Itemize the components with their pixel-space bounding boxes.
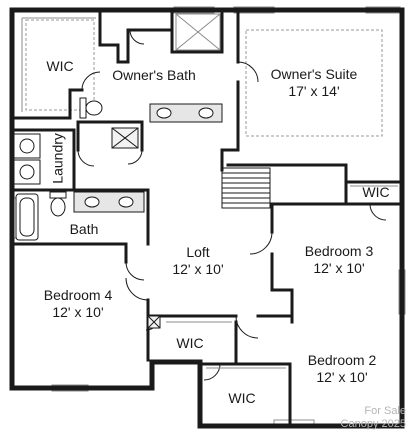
door-owner-bath <box>237 61 259 83</box>
bedroom3-dim: 12' x 10' <box>313 259 365 276</box>
bath-toilet-tank <box>49 191 67 199</box>
label-wic-owner: WIC <box>46 58 74 74</box>
loft-name: Loft <box>186 244 210 260</box>
bedroom4-name: Bedroom 4 <box>43 287 113 303</box>
door-owner-wic <box>81 71 101 91</box>
label-wic-bed2: WIC <box>228 390 256 406</box>
stairs <box>221 167 271 209</box>
owner-wic-ceiling <box>25 19 95 111</box>
owner-sink-left <box>156 107 172 119</box>
fixtures <box>13 13 223 329</box>
bedroom3-name: Bedroom 3 <box>304 243 374 259</box>
owners-suite-dim: 17' x 14' <box>288 82 340 99</box>
door-bath <box>125 261 145 281</box>
label-wic-bed3: WIC <box>362 184 390 200</box>
door-bedroom2 <box>235 315 259 339</box>
watermark-line1: For Sale <box>364 404 406 417</box>
label-loft: Loft 12' x 10' <box>156 244 240 278</box>
owners-suite-name: Owner's Suite <box>270 66 358 82</box>
owner-toilet-bowl <box>85 100 103 116</box>
label-owners-suite: Owner's Suite 17' x 14' <box>250 66 378 100</box>
ceiling-outlines <box>25 19 383 137</box>
watermark-line2: Canopy 2025 <box>340 418 406 431</box>
interior-walls <box>10 8 404 428</box>
bath-sink-left <box>84 196 100 208</box>
owner-suite-ceiling <box>245 29 383 137</box>
bedroom2-dim: 12' x 10' <box>316 368 368 385</box>
door-wic-bed2 <box>203 363 221 381</box>
label-owners-bath: Owner's Bath <box>112 67 196 83</box>
loft-dim: 12' x 10' <box>172 260 224 277</box>
label-bath: Bath <box>69 221 99 237</box>
watermark: For Sale Canopy 2025 <box>341 405 406 433</box>
label-laundry: Laundry <box>49 133 66 184</box>
closet-rods <box>21 17 398 369</box>
label-bedroom4: Bedroom 4 12' x 10' <box>30 287 126 321</box>
label-bedroom2: Bedroom 2 12' x 10' <box>294 352 390 386</box>
door-bedroom4 <box>125 277 149 301</box>
door-laundry <box>77 149 95 167</box>
door-bedroom3 <box>249 231 273 255</box>
owner-toilet-tank <box>79 97 87 119</box>
walls <box>9 7 405 429</box>
bath-toilet-bowl <box>50 197 66 217</box>
bedroom4-dim: 12' x 10' <box>52 303 104 320</box>
door-stair-closet <box>127 149 143 165</box>
owner-sink-right <box>198 107 214 119</box>
label-bedroom3: Bedroom 3 12' x 10' <box>294 243 384 277</box>
door-owner-closet <box>129 29 145 45</box>
bath-sink-right <box>118 196 134 208</box>
bedroom2-name: Bedroom 2 <box>307 352 377 368</box>
door-wic-bed3 <box>369 203 387 221</box>
label-wic-bed4: WIC <box>176 335 204 351</box>
exterior-wall <box>9 7 405 429</box>
